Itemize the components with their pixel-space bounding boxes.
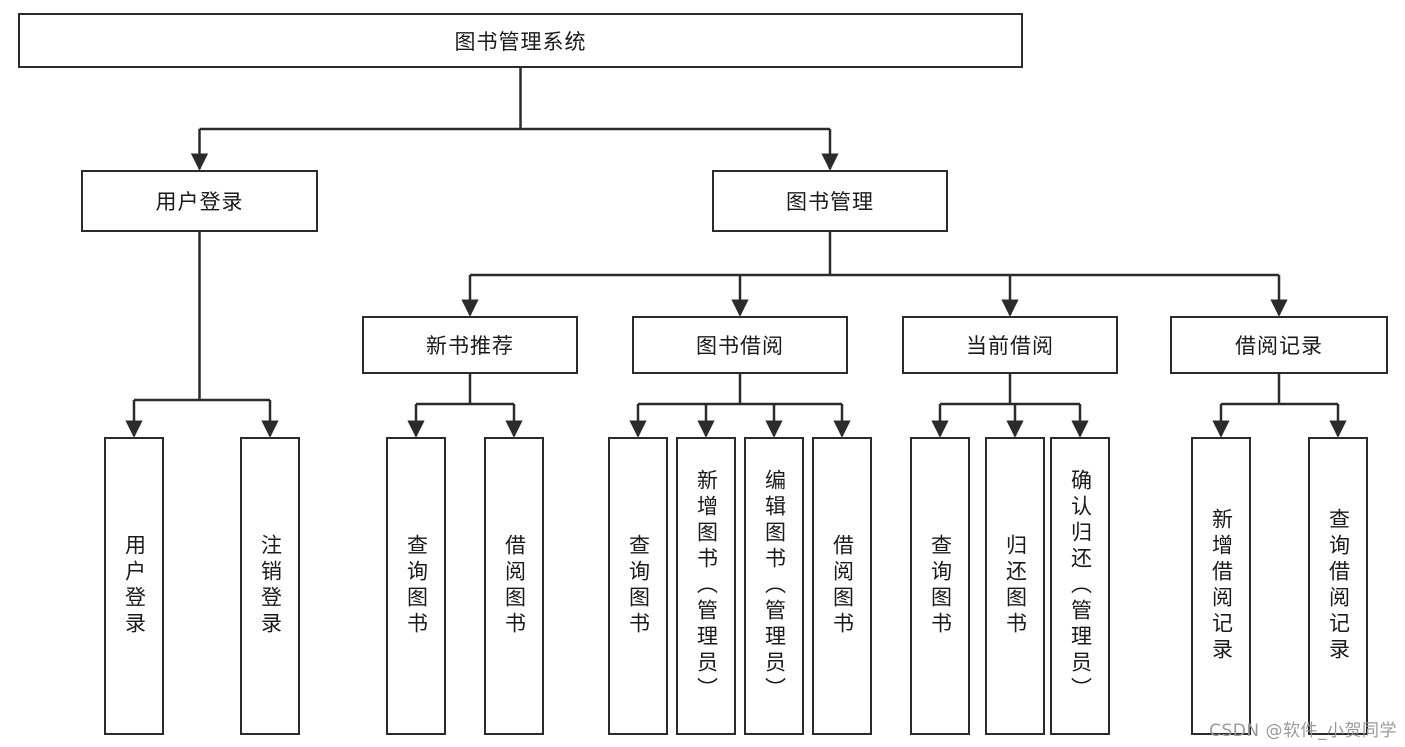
node-leaf-return-book[interactable]: 归还图书 [985, 437, 1045, 735]
node-label: 当前借阅 [966, 334, 1054, 358]
node-leaf-borrow-book-rec[interactable]: 借阅图书 [484, 437, 544, 735]
node-book-manage[interactable]: 图书管理 [712, 170, 948, 232]
node-label: 图书借阅 [696, 334, 784, 358]
node-book-borrow[interactable]: 图书借阅 [632, 316, 848, 374]
node-label: 查询图书 [626, 534, 651, 638]
node-label: 查询借阅记录 [1326, 508, 1351, 664]
node-label: 新书推荐 [426, 334, 514, 358]
node-user-login[interactable]: 用户登录 [81, 170, 318, 232]
node-current-borrow[interactable]: 当前借阅 [902, 316, 1118, 374]
node-leaf-user-login[interactable]: 用户登录 [104, 437, 164, 735]
node-label: 借阅图书 [830, 534, 855, 638]
node-label: 图书管理系统 [454, 29, 587, 54]
node-leaf-confirm-return[interactable]: 确认归还（管理员） [1050, 437, 1110, 735]
node-new-book-rec[interactable]: 新书推荐 [362, 316, 578, 374]
node-borrow-record[interactable]: 借阅记录 [1170, 316, 1388, 374]
node-label: 确认归还（管理员） [1068, 469, 1093, 703]
node-label: 查询图书 [928, 534, 953, 638]
node-leaf-query-book-current[interactable]: 查询图书 [910, 437, 970, 735]
node-leaf-query-book-rec[interactable]: 查询图书 [386, 437, 446, 735]
node-leaf-borrow-book[interactable]: 借阅图书 [812, 437, 872, 735]
node-label: 注销登录 [258, 534, 283, 638]
node-leaf-add-record[interactable]: 新增借阅记录 [1191, 437, 1251, 735]
node-label: 用户登录 [122, 534, 147, 638]
node-leaf-edit-book[interactable]: 编辑图书（管理员） [744, 437, 804, 735]
node-label: 图书管理 [786, 190, 874, 214]
node-leaf-add-book[interactable]: 新增图书（管理员） [676, 437, 736, 735]
node-root[interactable]: 图书管理系统 [18, 13, 1023, 68]
node-leaf-query-record[interactable]: 查询借阅记录 [1308, 437, 1368, 735]
node-label: 编辑图书（管理员） [762, 469, 787, 703]
node-label: 新增图书（管理员） [694, 469, 719, 703]
node-leaf-logout[interactable]: 注销登录 [240, 437, 300, 735]
node-label: 归还图书 [1003, 534, 1028, 638]
node-label: 用户登录 [155, 190, 244, 214]
node-leaf-query-book-borrow[interactable]: 查询图书 [608, 437, 668, 735]
node-label: 新增借阅记录 [1209, 508, 1234, 664]
node-label: 借阅图书 [502, 534, 527, 638]
node-label: 借阅记录 [1235, 334, 1323, 358]
node-label: 查询图书 [404, 534, 429, 638]
